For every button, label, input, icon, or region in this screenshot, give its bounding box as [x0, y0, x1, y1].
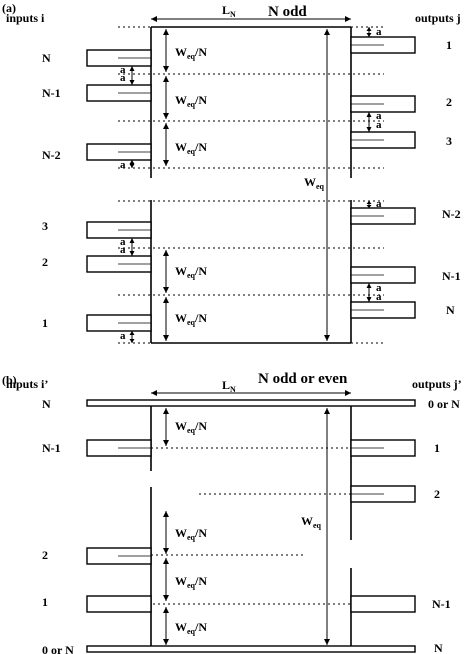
- panel-a-input-gap-arrowheads: [129, 66, 135, 343]
- panel-b-input-label: 2: [42, 548, 48, 562]
- panel-a-gap-label: a: [120, 159, 126, 171]
- panel-a-input-label: N-1: [42, 86, 61, 100]
- panel-a-output-label: 1: [446, 38, 452, 52]
- panel-a-output-waveguides: [350, 36, 416, 319]
- panel-b: (b) inputs i’ outputs j’ N odd or even L…: [2, 371, 462, 654]
- panel-a-input-label: 2: [42, 255, 48, 269]
- panel-a-segment-label: Weq/N: [175, 45, 207, 61]
- panel-a-output-gap-arrowheads: [366, 27, 372, 302]
- panel-b-output-label: 0 or N: [428, 397, 460, 411]
- panel-a-input-center-lines: [118, 57, 151, 324]
- panel-a-segment-label: Weq/N: [175, 140, 207, 156]
- panel-a-gap-label: a: [120, 236, 126, 248]
- panel-a-input-label: 1: [42, 316, 48, 330]
- panel-b-output-label: N-1: [432, 597, 451, 611]
- panel-b-tag: (b): [2, 373, 17, 387]
- panel-a-dotted-lines: [118, 26, 384, 344]
- panel-a-length-label: LN: [222, 3, 236, 19]
- panel-a-inputs-header: inputs i: [6, 11, 45, 25]
- panel-b-output-waveguides: [350, 439, 416, 613]
- panel-a-segment-arrowheads: [163, 29, 169, 341]
- panel-a-input-label: N-2: [42, 148, 61, 162]
- panel-a-gap-label: a: [376, 26, 382, 38]
- panel-a-segment-label: Weq/N: [175, 93, 207, 109]
- panel-b-output-label: N: [434, 641, 443, 654]
- panel-b-output-label: 1: [434, 441, 440, 455]
- panel-b-dotted-lines: [118, 447, 384, 605]
- panel-b-input-label: 0 or N: [42, 643, 74, 654]
- panel-a-segment-label: Weq/N: [175, 311, 207, 327]
- panel-a-output-label: 3: [446, 134, 452, 148]
- panel-b-output-center-lines: [351, 447, 384, 495]
- panel-a-output-label: 2: [446, 95, 452, 109]
- panel-b-outputs-header: outputs j’: [412, 377, 462, 391]
- panel-b-total-width-label: Weq: [301, 514, 322, 530]
- panel-a-input-label: 3: [42, 219, 48, 233]
- panel-a-input-label: N: [42, 51, 51, 65]
- panel-a-gap-label: a: [120, 244, 126, 256]
- panel-a-gap-label: a: [376, 282, 382, 294]
- panel-a-gap-label: a: [376, 291, 382, 303]
- panel-b-inputs-header: inputs i’: [6, 377, 48, 391]
- panel-a-input-waveguides: [86, 49, 152, 332]
- panel-a-total-width-label: Weq: [304, 175, 325, 191]
- panel-b-input-waveguides: [86, 439, 152, 613]
- panel-a-gap-label: a: [376, 198, 382, 210]
- panel-a: (a) inputs i outputs j N odd LN: [2, 1, 461, 344]
- panel-b-segment-arrowheads: [163, 408, 169, 645]
- panel-b-input-label: 1: [42, 595, 48, 609]
- panel-a-gap-label: a: [376, 110, 382, 122]
- panel-b-input-center-lines: [118, 447, 151, 557]
- panel-a-outputs-header: outputs j: [415, 11, 461, 25]
- panel-b-top-waveguide: [86, 399, 416, 407]
- panel-b-input-label: N-1: [42, 441, 61, 455]
- panel-a-output-label: N-2: [442, 207, 461, 221]
- panel-a-tag: (a): [2, 1, 16, 15]
- panel-b-segment-label: Weq/N: [175, 574, 207, 590]
- panel-a-title: N odd: [268, 4, 307, 20]
- panel-b-segment-label: Weq/N: [175, 526, 207, 542]
- panel-a-gap-label: a: [120, 330, 126, 342]
- panel-b-output-label: 2: [434, 487, 440, 501]
- panel-b-input-label: N: [42, 397, 51, 411]
- panel-b-bottom-waveguide: [86, 645, 416, 653]
- panel-a-segment-label: Weq/N: [175, 264, 207, 280]
- panel-a-output-label: N-1: [442, 269, 461, 283]
- panel-a-gap-label: a: [376, 119, 382, 131]
- panel-b-segment-label: Weq/N: [175, 620, 207, 636]
- panel-a-gap-label: a: [120, 64, 126, 76]
- panel-a-output-label: N: [446, 303, 455, 317]
- panel-b-segment-label: Weq/N: [175, 419, 207, 435]
- panel-b-title: N odd or even: [258, 371, 348, 387]
- panel-a-output-center-lines: [351, 44, 384, 311]
- panel-b-length-label: LN: [222, 378, 236, 394]
- panel-a-gap-label: a: [120, 72, 126, 84]
